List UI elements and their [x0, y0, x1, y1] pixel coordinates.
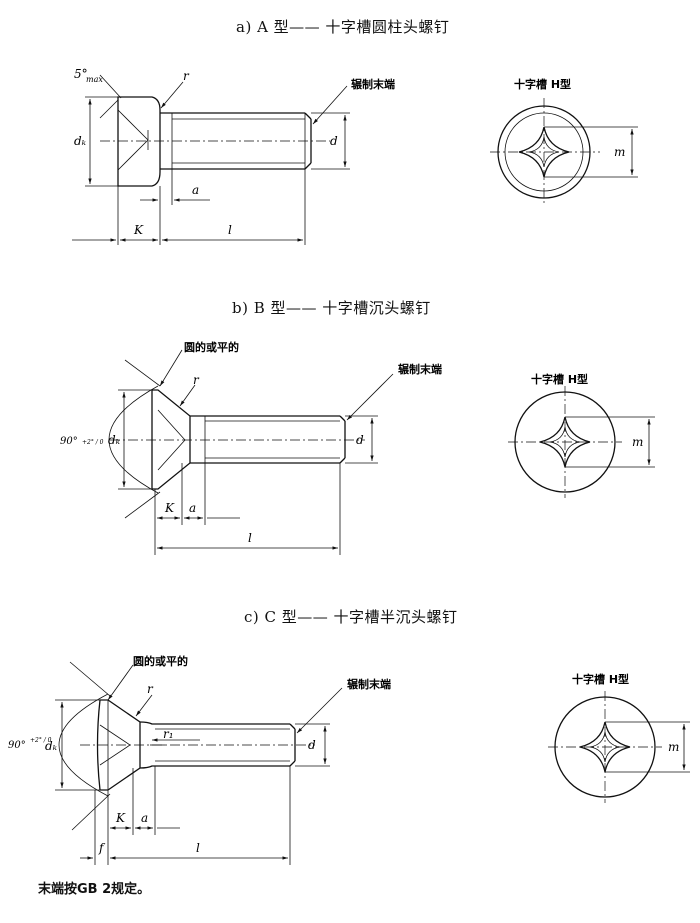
round-or-flat-label-c: 圆的或平的	[133, 654, 188, 668]
angle-label-c: 90°	[8, 740, 26, 751]
m-label-b: m	[632, 435, 643, 449]
recess-view-b	[508, 386, 655, 498]
recess-view-a	[490, 98, 638, 206]
r-label-b: r	[193, 373, 200, 387]
d-label-a: d	[330, 134, 338, 148]
l-label-a: l	[228, 223, 232, 237]
a-label-c: a	[141, 811, 148, 825]
footnote: 末端按GB 2规定。	[38, 882, 151, 897]
m-label-a: m	[614, 145, 625, 159]
angle-tol-label-b: +2° / 0	[82, 439, 104, 446]
d-label-c: d	[308, 738, 316, 752]
dk-label-a: dₖ	[74, 134, 87, 148]
recess-view-c	[548, 691, 690, 803]
dk-label-b: dₖ	[108, 433, 121, 447]
angle-tol-label-c: +2° / 0	[30, 737, 52, 744]
screw-a-drawing	[72, 74, 350, 245]
k-label-a: K	[133, 223, 144, 237]
title-type-b: b) B 型—— 十字槽沉头螺钉	[232, 299, 431, 317]
m-label-c: m	[668, 740, 679, 754]
r1-label-c: r₁	[163, 727, 174, 741]
r-label-c: r	[147, 682, 154, 696]
a-label-a: a	[192, 183, 199, 197]
dk-label-c: dₖ	[45, 739, 58, 753]
rolled-end-label-b: 辗制末端	[398, 362, 442, 376]
screw-c-drawing	[55, 661, 343, 865]
angle-label-a: 5°	[74, 67, 88, 81]
l-label-b: l	[248, 531, 252, 545]
rolled-end-label-c: 辗制末端	[347, 677, 391, 691]
f-label-c: f	[98, 841, 106, 855]
a-label-b: a	[189, 501, 196, 515]
round-or-flat-label-b: 圆的或平的	[184, 340, 239, 354]
angle-label-b: 90°	[60, 436, 78, 447]
title-type-a: a) A 型—— 十字槽圆柱头螺钉	[236, 18, 450, 36]
k-label-b: K	[164, 501, 175, 515]
angle-sub-label-a: max	[86, 75, 103, 84]
d-label-b: d	[356, 433, 364, 447]
k-label-c: K	[115, 811, 126, 825]
screw-b-drawing	[108, 349, 394, 555]
r-label-a: r	[183, 69, 190, 83]
recess-h-label-c: 十字槽 H型	[572, 672, 629, 686]
recess-h-label-a: 十字槽 H型	[514, 77, 571, 91]
title-type-c: c) C 型—— 十字槽半沉头螺钉	[244, 608, 458, 626]
recess-h-label-b: 十字槽 H型	[531, 372, 588, 386]
rolled-end-label-a: 辗制末端	[351, 77, 395, 91]
l-label-c: l	[196, 841, 200, 855]
